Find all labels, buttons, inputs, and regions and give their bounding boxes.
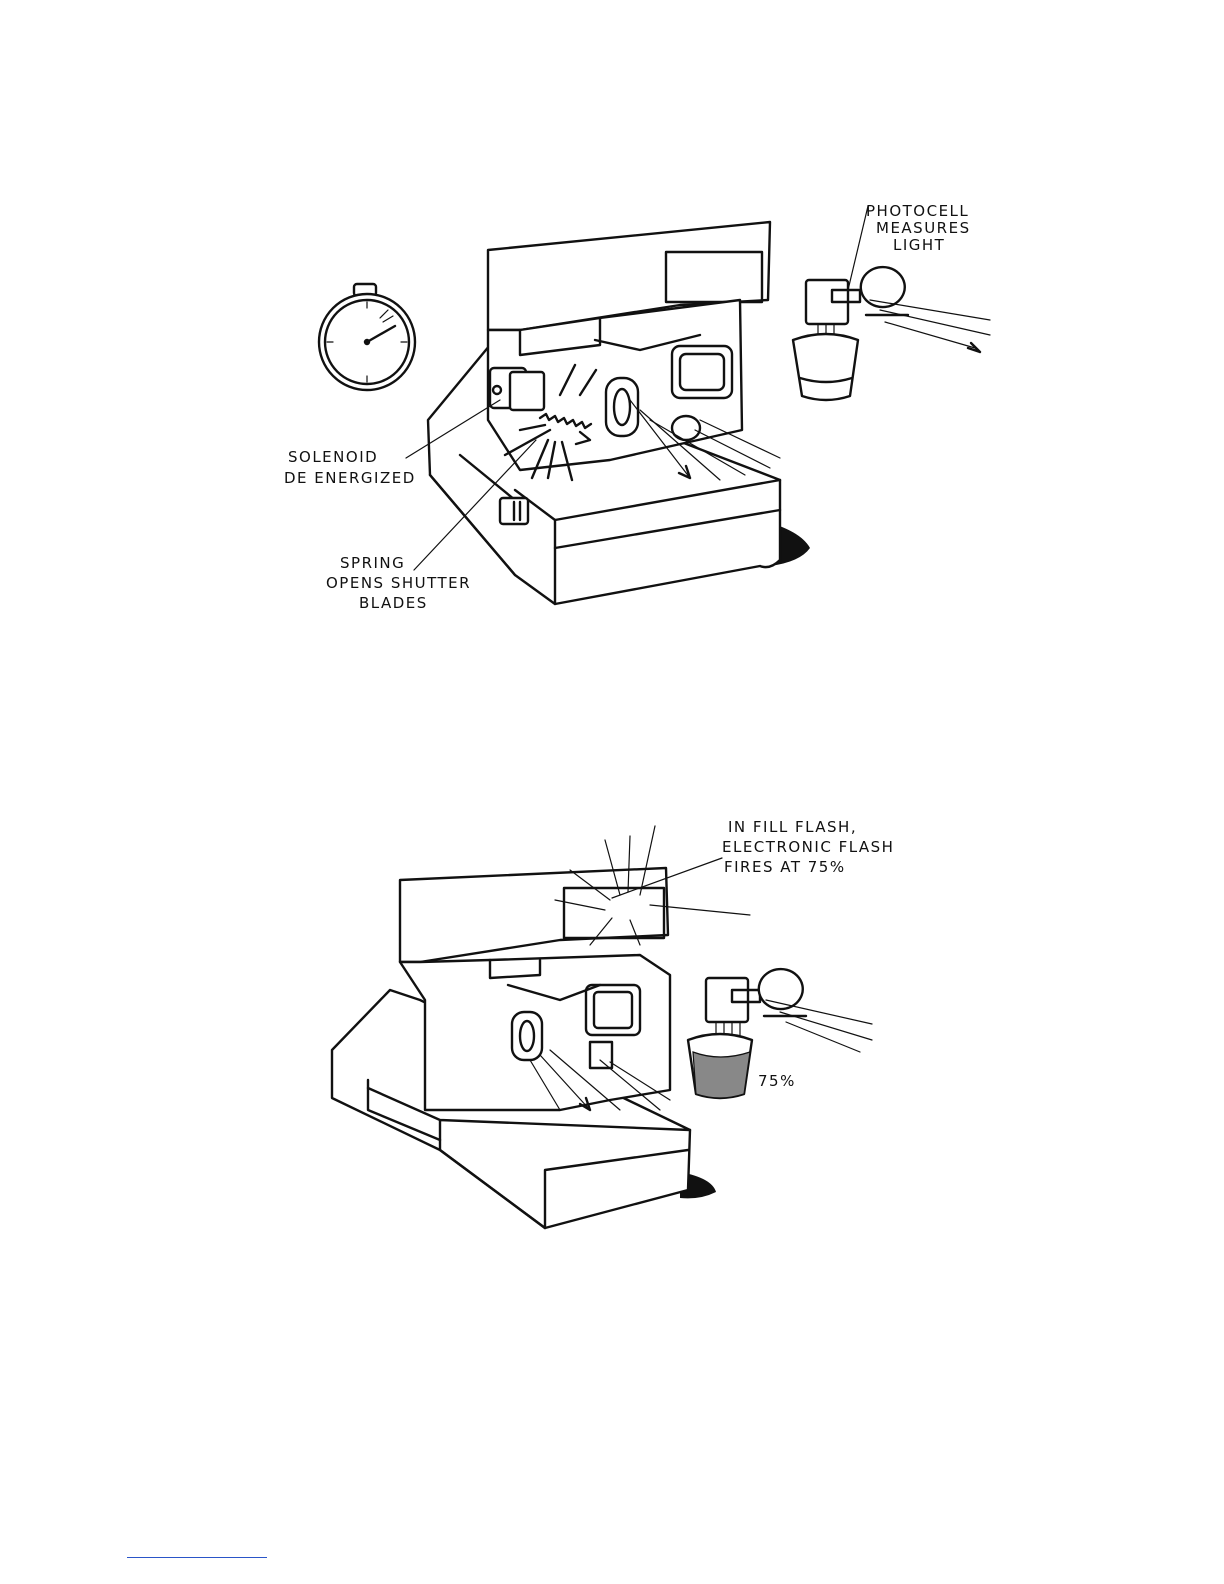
photocell-label: PHOTOCELL MEASURES LIGHT [866, 202, 977, 254]
cup-percent-label: 75% [758, 1072, 796, 1090]
cup-2-liquid-fill [693, 1052, 750, 1098]
stopwatch [319, 284, 415, 390]
solenoid-label: SOLENOID DE ENERGIZED [284, 448, 416, 487]
figure-1-camera-shutter-open: PHOTOCELL MEASURES LIGHT SOLENOID DE ENE… [284, 202, 990, 612]
footer-rule [127, 1557, 267, 1558]
cup-1 [793, 334, 858, 400]
spring-label: SPRING OPENS SHUTTER BLADES [326, 554, 477, 612]
figure-2-fill-flash: IN FILL FLASH, ELECTRONIC FLASH FIRES AT… [332, 818, 901, 1228]
fill-flash-label: IN FILL FLASH, ELECTRONIC FLASH FIRES AT… [722, 818, 901, 876]
